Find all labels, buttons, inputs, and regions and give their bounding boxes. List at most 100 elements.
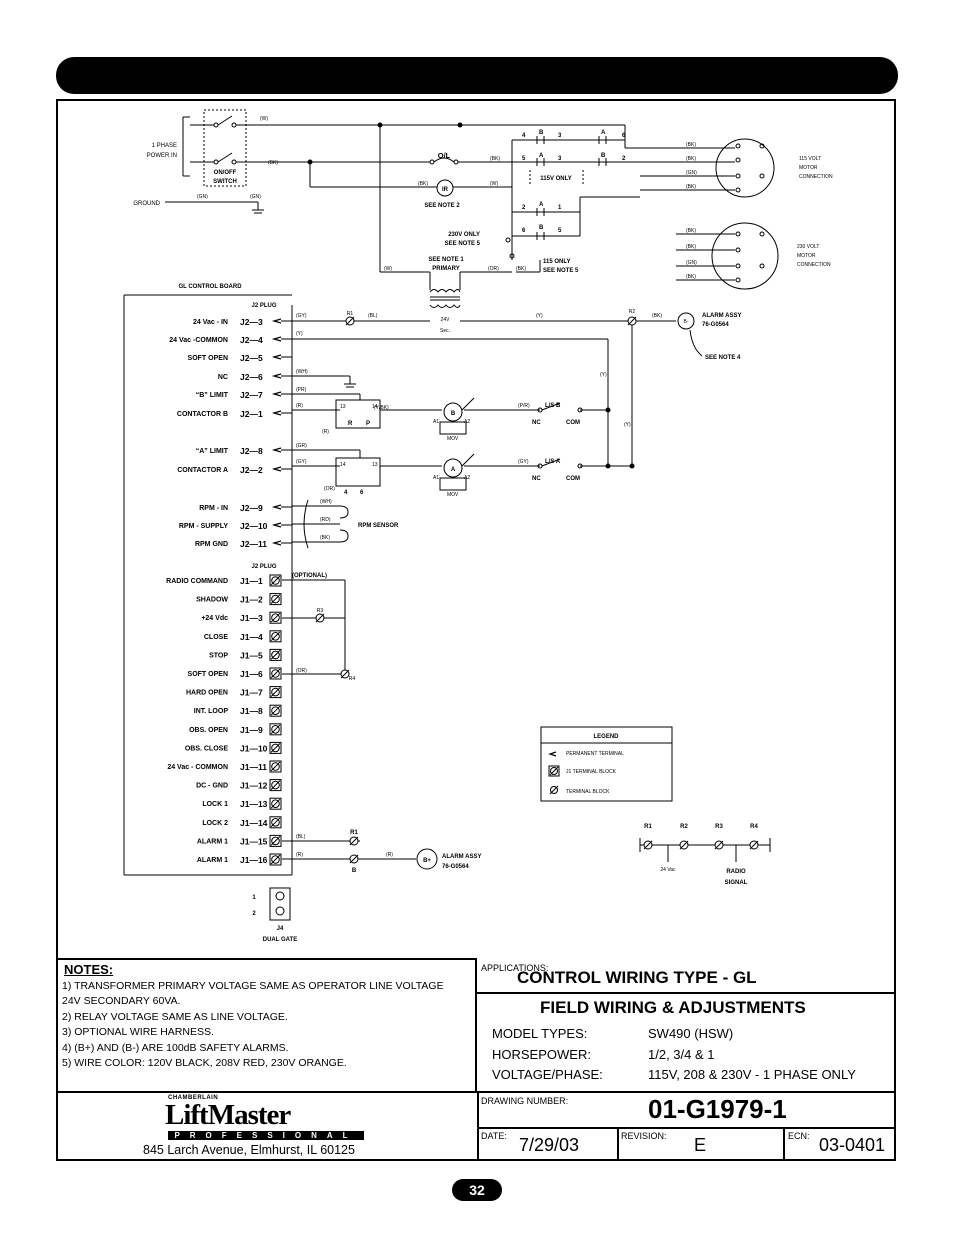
- svg-text:(BK): (BK): [686, 142, 696, 148]
- svg-text:(RD): (RD): [320, 517, 331, 523]
- note-4: 4) (B+) AND (B-) ARE 100dB SAFETY ALARMS…: [62, 1042, 289, 1054]
- j1-row: OBS. CLOSE J1—10: [185, 741, 282, 754]
- notes-title: NOTES:: [64, 962, 114, 977]
- svg-text:MOV: MOV: [447, 436, 459, 442]
- title-field-wiring: FIELD WIRING & ADJUSTMENTS: [540, 998, 806, 1017]
- svg-text:DUAL GATE: DUAL GATE: [263, 937, 297, 943]
- ecn-value: 03-0401: [819, 1135, 886, 1155]
- svg-text:R1: R1: [347, 311, 354, 317]
- j2-label: RPM GND: [195, 541, 228, 548]
- svg-text:J2 PLUG: J2 PLUG: [251, 303, 276, 309]
- j1-pin: J1—13: [240, 799, 268, 809]
- legend: LEGEND PERMANENT TERMINAL J1 TERMINAL BL…: [540, 726, 673, 802]
- svg-text:R3: R3: [317, 608, 324, 614]
- j2-label: “B” LIMIT: [196, 392, 229, 399]
- svg-text:(OR): (OR): [296, 668, 307, 674]
- svg-text:6: 6: [522, 228, 526, 234]
- svg-text:(W): (W): [384, 266, 392, 272]
- address: 845 Larch Avenue, Elmhurst, IL 60125: [143, 1143, 355, 1157]
- j2-label: SOFT OPEN: [188, 355, 228, 362]
- svg-text:B: B: [539, 225, 544, 231]
- j2-pin: J2—7: [240, 390, 263, 400]
- j1-pin: J1—3: [240, 613, 263, 623]
- svg-text:(WH): (WH): [320, 499, 332, 505]
- drawing-number: 01-G1979-1: [648, 1094, 787, 1124]
- svg-text:COM: COM: [566, 420, 580, 426]
- j1-terminal-block-icon: [269, 686, 282, 699]
- j2-label: 24 Vac - IN: [193, 319, 228, 326]
- j1-label: SOFT OPEN: [188, 671, 228, 678]
- j1-pin: J1—2: [240, 595, 263, 605]
- svg-text:O/L: O/L: [438, 151, 451, 160]
- j2-row: NC J2—6: [218, 372, 292, 382]
- svg-text:2: 2: [622, 156, 626, 162]
- svg-text:A2: A2: [464, 475, 470, 481]
- divider-2: [56, 1091, 896, 1093]
- permanent-terminal-icon: [271, 447, 282, 453]
- svg-text:P: P: [366, 421, 370, 427]
- svg-text:(BK): (BK): [516, 266, 526, 272]
- svg-text:ALARM ASSY: ALARM ASSY: [442, 854, 481, 860]
- svg-text:(BK): (BK): [686, 274, 696, 280]
- svg-text:J2 PLUG: J2 PLUG: [251, 564, 276, 570]
- j1-row: +24 Vdc J1—3: [201, 611, 282, 624]
- j1-label: INT. LOOP: [194, 708, 229, 715]
- svg-text:(BK): (BK): [686, 156, 696, 162]
- motor-230v-connector: (BK) (BK) (GN) (BK) 230 VOLT MOTOR CONNE…: [676, 222, 831, 290]
- j1-terminal-block-icon: [269, 760, 282, 773]
- svg-text:3: 3: [558, 133, 562, 139]
- svg-text:NC: NC: [532, 476, 541, 482]
- svg-text:(BK): (BK): [686, 244, 696, 250]
- j1-label: HARD OPEN: [186, 690, 228, 697]
- j1-terminal-block-icon: [269, 667, 282, 680]
- permanent-terminal-icon: [271, 540, 282, 546]
- j1-terminal-block-icon: [269, 779, 282, 792]
- svg-text:3: 3: [558, 156, 562, 162]
- j1-pin: J1—4: [240, 632, 263, 642]
- j1-label: 24 Vac - COMMON: [167, 764, 228, 771]
- svg-text:(OR): (OR): [324, 486, 335, 492]
- j1-pin: J1—15: [240, 836, 268, 846]
- svg-text:TERMINAL BLOCK: TERMINAL BLOCK: [566, 789, 610, 795]
- svg-text:115 VOLT: 115 VOLT: [799, 156, 821, 162]
- j1-pin: J1—16: [240, 855, 268, 865]
- j1-label: LOCK 2: [202, 820, 228, 827]
- j2-pin: J2—6: [240, 372, 263, 382]
- j1-pin: J1—8: [240, 706, 263, 716]
- svg-text:MOTOR: MOTOR: [797, 253, 816, 259]
- svg-text:115 ONLY: 115 ONLY: [543, 259, 570, 265]
- svg-text:24 Vac: 24 Vac: [660, 867, 676, 873]
- svg-text:4: 4: [344, 490, 348, 496]
- j1-label: SHADOW: [196, 597, 228, 604]
- j2-label: 24 Vac -COMMON: [169, 337, 228, 344]
- j1-label: +24 Vdc: [201, 615, 228, 622]
- permanent-terminal-icon: [271, 466, 282, 472]
- svg-text:(W): (W): [260, 116, 268, 122]
- model-value: SW490 (HSW): [648, 1026, 734, 1041]
- svg-text:GROUND: GROUND: [133, 201, 160, 207]
- svg-text:115V ONLY: 115V ONLY: [540, 176, 571, 182]
- svg-text:Sec.: Sec.: [440, 328, 450, 334]
- j2-label: RPM - IN: [199, 505, 228, 512]
- j1-pin: J1—10: [240, 743, 268, 753]
- svg-text:5: 5: [558, 228, 562, 234]
- svg-text:SEE NOTE 1: SEE NOTE 1: [428, 257, 464, 263]
- svg-text:PERMANENT TERMINAL: PERMANENT TERMINAL: [566, 751, 624, 757]
- professional-bar: PROFESSIONAL: [168, 1131, 364, 1140]
- permanent-terminal-icon: [271, 354, 282, 360]
- radio-terminal: R4: [749, 824, 759, 850]
- j2-pin: J2—2: [240, 465, 263, 475]
- j1-label: OBS. CLOSE: [185, 745, 229, 752]
- svg-text:R4: R4: [349, 676, 356, 682]
- j2-label: NC: [218, 374, 228, 381]
